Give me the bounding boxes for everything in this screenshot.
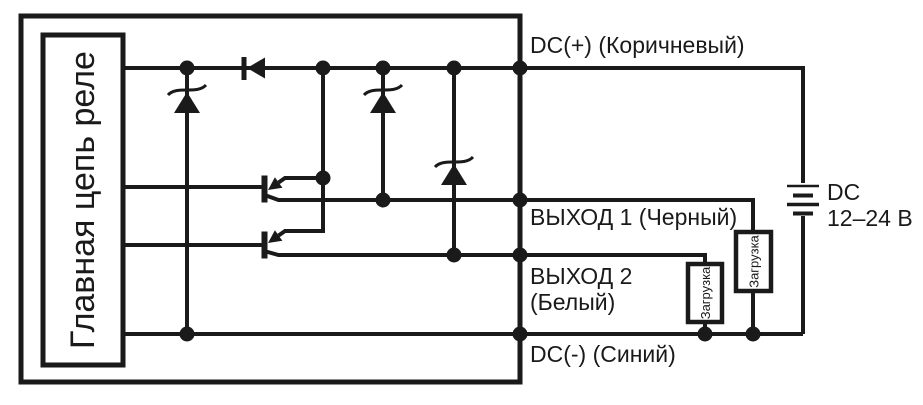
junction-dot [315,60,331,76]
junction-dot [179,326,195,342]
zener-diode-icon [362,83,404,113]
power-supply-voltage-label: 12–24 В [827,205,913,231]
junction-dot [179,60,195,76]
junction-dot [697,326,713,342]
load-2: Загрузка [685,261,725,325]
junction-dot [745,326,761,342]
junction-dot [375,60,391,76]
zener-cathode-bar [362,83,404,97]
transistor-base-wires [123,185,262,247]
junction-dot [512,60,528,76]
junction-dot [512,326,528,342]
junction-dot [446,247,462,263]
load-1: Загрузка [733,229,774,294]
dc-battery-icon [787,184,819,216]
zener-triangle [370,92,396,113]
dc-plus-terminal-label: DC(+) (Коричневый) [530,32,745,58]
output2-terminal-label-line2: (Белый) [530,289,615,315]
power-rail-wires [123,66,805,336]
relay-box-label: Главная цепь реле [64,51,102,349]
junction-dot [315,170,331,186]
pnp-transistor-icon [261,230,283,259]
junction-dot [446,60,462,76]
transistor-emitter-arrow [268,230,283,243]
pnp-transistor-icon [261,175,283,203]
junction-dot [375,192,391,208]
load-box [685,261,725,325]
junction-dot [512,247,528,263]
emitter-feed-wire [277,68,325,238]
junction-dot [512,192,528,208]
junction-dots [179,60,761,342]
diode-triangle [247,57,265,79]
reverse-polarity-protection-diode-icon [241,57,265,80]
output1-terminal-label: ВЫХОД 1 (Черный) [530,204,737,230]
load-label: Загрузка [747,234,762,287]
zener-triangle [441,164,467,185]
zener-diode-icon [166,83,208,113]
power-supply-type-label: DC [827,179,860,205]
output2-terminal-label-line1: ВЫХОД 2 [530,263,632,289]
transistor-emitter-arrow [268,177,283,190]
load-label: Загрузка [698,266,713,319]
zener-cathode-bar [433,155,475,169]
zener-cathode-bar [166,83,208,97]
relay-main-circuit-box [40,32,126,368]
zener-diode-icon [433,155,475,185]
output2-wire [265,249,707,334]
zener-triangle [174,92,200,113]
dc-minus-terminal-label: DC(-) (Синий) [530,341,676,367]
load-box [733,229,774,294]
